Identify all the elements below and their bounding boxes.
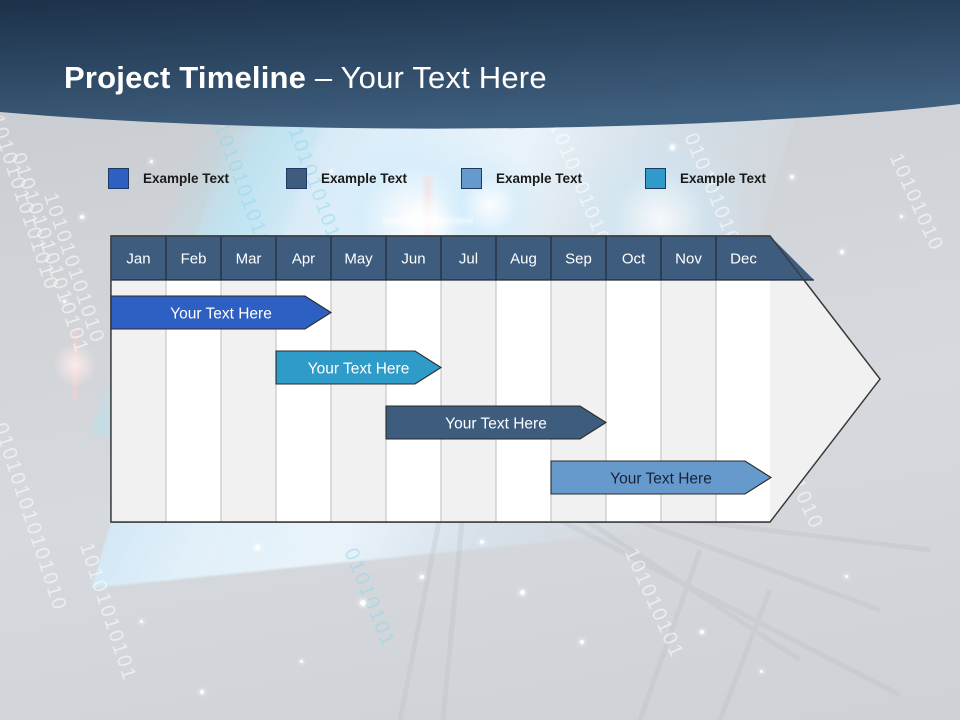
timeline-column-band <box>441 280 496 522</box>
timeline-chart-svg: Jan Feb Mar Apr May Jun Jul Aug Sep Oct Nov DecYour… <box>110 235 881 523</box>
legend-item[interactable]: Example Text <box>108 168 229 189</box>
sparkle-dot <box>63 300 66 303</box>
page-title: Project Timeline – Your Text Here <box>64 60 547 96</box>
timeline-arrowhead-body <box>770 280 880 522</box>
sparkle-dot <box>150 160 153 163</box>
legend-swatch <box>286 168 307 189</box>
timeline-month-label: Nov <box>675 251 702 268</box>
title-banner <box>0 0 960 135</box>
legend-item[interactable]: Example Text <box>645 168 766 189</box>
sparkle-dot <box>480 540 484 544</box>
timeline-month-label: Dec <box>730 251 757 268</box>
timeline-month-label: Jan <box>126 251 150 268</box>
timeline-month-label: Feb <box>181 251 207 268</box>
timeline-task-label: Your Text Here <box>170 306 272 323</box>
timeline-month-label: Aug <box>510 251 537 268</box>
legend-label: Example Text <box>143 171 230 186</box>
timeline-task-shape <box>275 350 443 385</box>
sparkle-dot <box>255 545 260 550</box>
legend-item[interactable]: Example Text <box>286 168 407 189</box>
legend: Example Text Example Text Example Text E… <box>108 168 828 198</box>
page-title-bold: Project Timeline <box>64 60 307 95</box>
sparkle-dot <box>790 175 794 179</box>
timeline-task-bar[interactable]: Your Text Here <box>385 405 608 440</box>
sparkle-dot <box>300 660 303 663</box>
legend-label: Example Text <box>680 171 767 186</box>
sparkle-dot <box>760 670 763 673</box>
legend-swatch <box>108 168 129 189</box>
timeline-arrow-border <box>110 235 881 523</box>
sparkle-dot <box>840 250 844 254</box>
sparkle-dot <box>900 215 903 218</box>
timeline-task-label: Your Text Here <box>445 416 547 433</box>
page-title-separator: – <box>306 60 341 95</box>
timeline-month-label: Jun <box>401 251 425 268</box>
sparkle-dot <box>700 630 704 634</box>
page-title-rest: Your Text Here <box>340 60 547 95</box>
sparkle-dot <box>80 215 84 219</box>
legend-swatch <box>461 168 482 189</box>
timeline-month-label: May <box>344 251 373 268</box>
legend-label: Example Text <box>496 171 583 186</box>
timeline-month-label: Apr <box>292 251 315 268</box>
timeline-task-label: Your Text Here <box>610 471 712 488</box>
timeline-task-bar[interactable]: Your Text Here <box>550 460 773 495</box>
timeline-column-band <box>386 280 441 522</box>
sparkle-dot <box>200 690 204 694</box>
timeline-task-bar[interactable]: Your Text Here <box>275 350 443 385</box>
timeline-task-bar[interactable]: Your Text Here <box>110 295 333 330</box>
legend-label: Example Text <box>321 171 408 186</box>
sparkle-dot <box>360 600 366 606</box>
timeline-month-label: Sep <box>565 251 592 268</box>
sparkle-dot <box>670 145 675 150</box>
lens-flare-icon <box>40 330 110 400</box>
timeline-task-label: Your Text Here <box>308 361 410 378</box>
sparkle-dot <box>420 575 424 579</box>
legend-item[interactable]: Example Text <box>461 168 582 189</box>
timeline-month-label: Jul <box>459 251 478 268</box>
legend-swatch <box>645 168 666 189</box>
timeline-task-shape <box>385 405 608 440</box>
sparkle-dot <box>520 590 525 595</box>
sparkle-dot <box>580 640 584 644</box>
timeline-task-shape <box>550 460 773 495</box>
timeline-task-shape <box>110 295 333 330</box>
sparkle-dot <box>330 170 333 173</box>
timeline-column-band <box>331 280 386 522</box>
timeline-header-strip <box>111 236 814 280</box>
timeline-column-band <box>496 280 551 522</box>
timeline-month-label: Mar <box>236 251 262 268</box>
timeline-month-label: Oct <box>622 251 646 268</box>
sparkle-dot <box>845 575 848 578</box>
sparkle-dot <box>140 620 143 623</box>
